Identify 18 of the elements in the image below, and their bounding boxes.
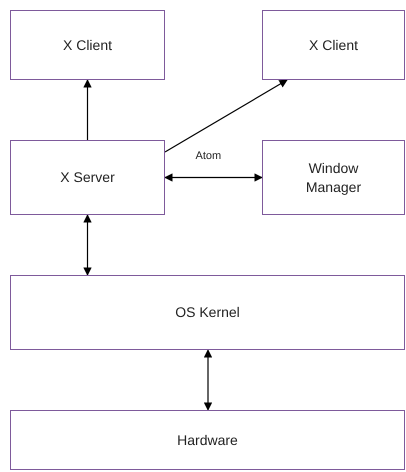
process-box [10,275,405,350]
edge-label: Atom [194,150,224,162]
arrow [164,79,288,153]
process-box [10,10,165,80]
arrow [204,349,212,411]
process-box [262,140,405,215]
arrow [83,214,92,276]
node-label: X Client [308,36,358,54]
process-box [10,410,405,470]
process-box [262,10,405,80]
arrow [164,173,263,182]
node-label: Window Manager [304,158,362,196]
process-box [10,140,165,215]
node-label: OS Kernel [175,303,240,322]
node-label: X Client [62,36,112,54]
node-label: X Server [60,168,115,187]
arrow [83,79,92,140]
node-label: Hardware [177,430,238,450]
